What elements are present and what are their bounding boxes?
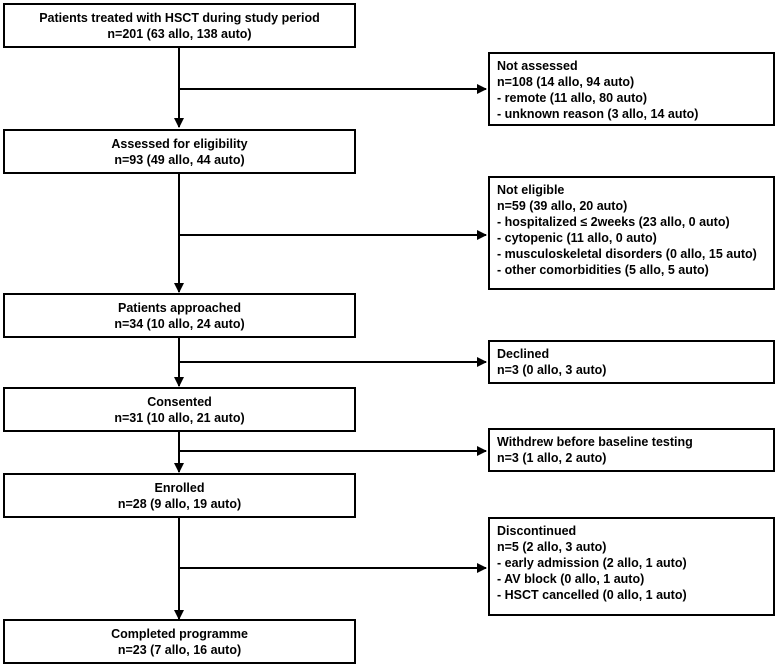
step-count: n=23 (7 allo, 16 auto) xyxy=(117,643,242,657)
step-title: Patients approached xyxy=(118,301,241,315)
exclusion-line: n=5 (2 allo, 3 auto) xyxy=(497,540,607,554)
discontinued-box: Discontinued n=5 (2 allo, 3 auto) - earl… xyxy=(488,517,775,616)
step-title: Assessed for eligibility xyxy=(111,137,248,151)
step-title: Completed programme xyxy=(111,627,248,641)
exclusion-line: - remote (11 allo, 80 auto) xyxy=(497,91,648,105)
step-title: Patients treated with HSCT during study … xyxy=(39,11,320,25)
not-assessed-box: Not assessed n=108 (14 allo, 94 auto) - … xyxy=(488,52,775,126)
exclusion-line: - early admission (2 allo, 1 auto) xyxy=(497,556,687,570)
step-count: n=93 (49 allo, 44 auto) xyxy=(114,153,245,167)
step-count: n=31 (10 allo, 21 auto) xyxy=(114,411,245,425)
exclusion-line: n=3 (0 allo, 3 auto) xyxy=(497,363,607,377)
step-title: Consented xyxy=(147,395,212,409)
step-treated-box: Patients treated with HSCT during study … xyxy=(3,3,356,48)
step-count: n=28 (9 allo, 19 auto) xyxy=(117,497,242,511)
withdrew-box: Withdrew before baseline testing n=3 (1 … xyxy=(488,428,775,472)
exclusion-line: - AV block (0 allo, 1 auto) xyxy=(497,572,645,586)
exclusion-title: Discontinued xyxy=(497,524,577,538)
exclusion-title: Withdrew before baseline testing xyxy=(497,435,693,449)
step-title: Enrolled xyxy=(154,481,205,495)
step-count: n=34 (10 allo, 24 auto) xyxy=(114,317,245,331)
exclusion-title: Not eligible xyxy=(497,183,565,197)
exclusion-line: - cytopenic (11 allo, 0 auto) xyxy=(497,231,657,245)
step-completed-box: Completed programme n=23 (7 allo, 16 aut… xyxy=(3,619,356,664)
not-eligible-box: Not eligible n=59 (39 allo, 20 auto) - h… xyxy=(488,176,775,290)
exclusion-line: - other comorbidities (5 allo, 5 auto) xyxy=(497,263,709,277)
exclusion-line: - hospitalized ≤ 2weeks (23 allo, 0 auto… xyxy=(497,215,730,229)
step-approached-box: Patients approached n=34 (10 allo, 24 au… xyxy=(3,293,356,338)
step-count: n=201 (63 allo, 138 auto) xyxy=(107,27,252,41)
exclusion-title: Not assessed xyxy=(497,59,578,73)
exclusion-line: n=3 (1 allo, 2 auto) xyxy=(497,451,607,465)
exclusion-line: n=59 (39 allo, 20 auto) xyxy=(497,199,628,213)
exclusion-line: n=108 (14 allo, 94 auto) xyxy=(497,75,635,89)
step-consented-box: Consented n=31 (10 allo, 21 auto) xyxy=(3,387,356,432)
exclusion-line: - HSCT cancelled (0 allo, 1 auto) xyxy=(497,588,687,602)
step-assessed-box: Assessed for eligibility n=93 (49 allo, … xyxy=(3,129,356,174)
exclusion-line: - unknown reason (3 allo, 14 auto) xyxy=(497,107,699,121)
exclusion-line: - musculoskeletal disorders (0 allo, 15 … xyxy=(497,247,757,261)
step-enrolled-box: Enrolled n=28 (9 allo, 19 auto) xyxy=(3,473,356,518)
exclusion-title: Declined xyxy=(497,347,550,361)
declined-box: Declined n=3 (0 allo, 3 auto) xyxy=(488,340,775,384)
